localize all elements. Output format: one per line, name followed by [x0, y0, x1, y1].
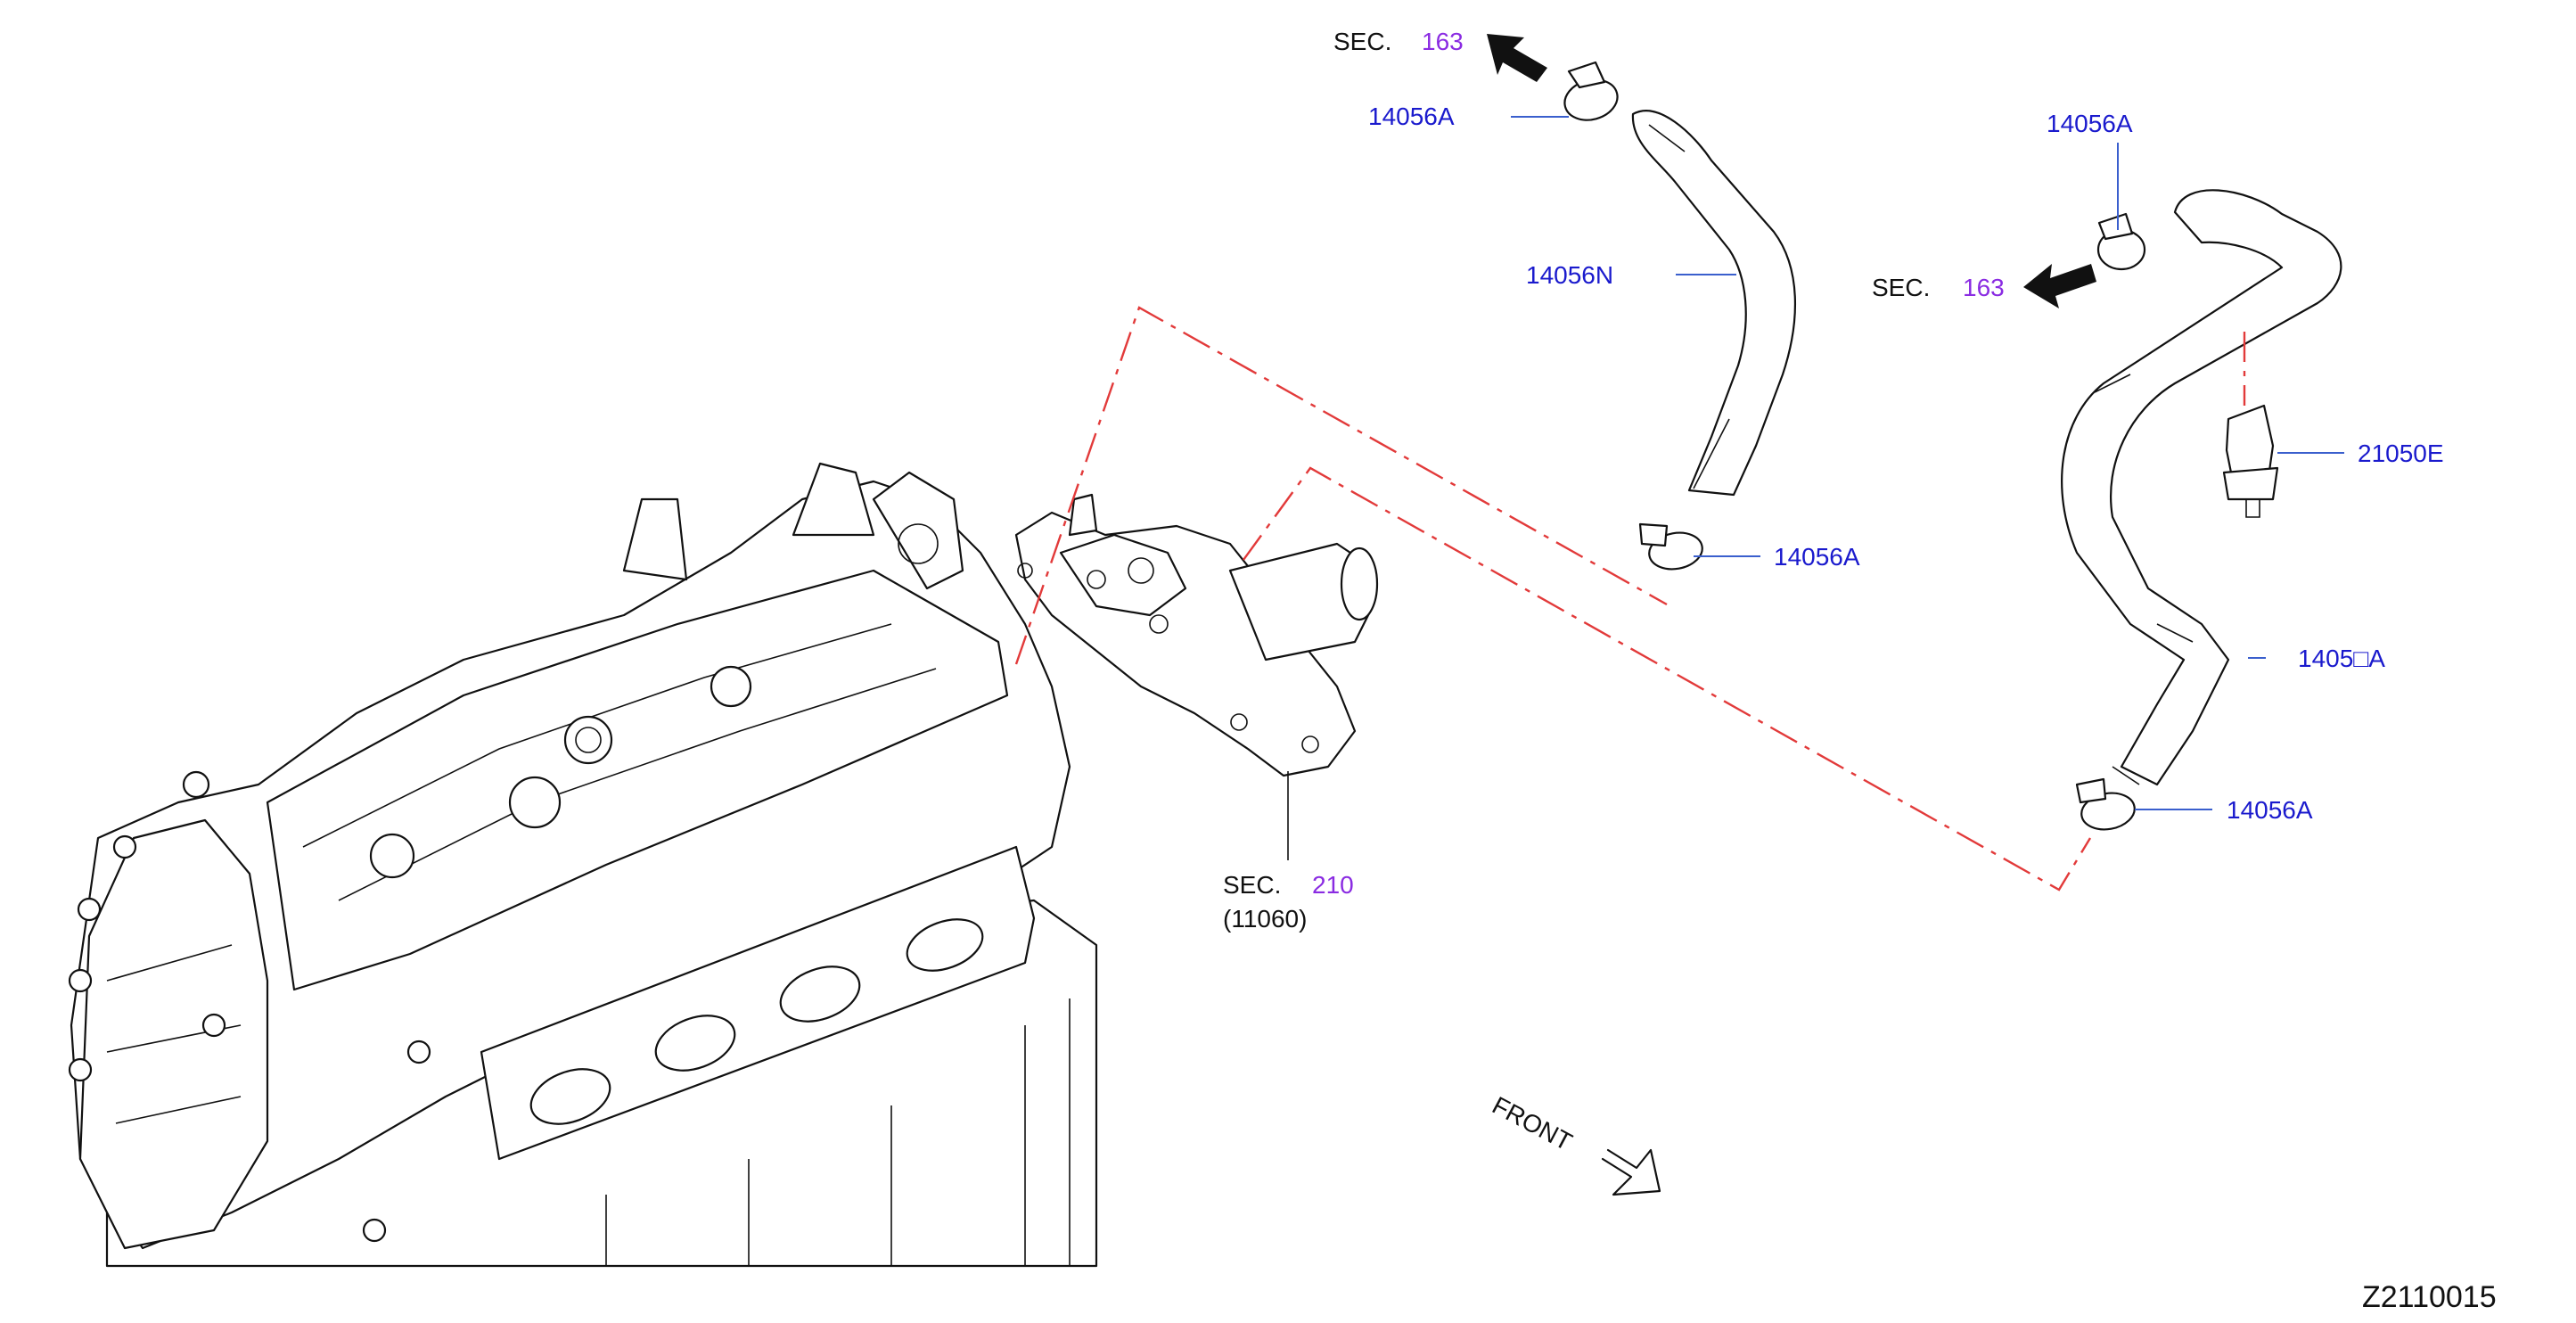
arrow-up-left-icon: [1487, 34, 1547, 82]
front-label: FRONT: [1488, 1091, 1577, 1156]
clamp-14056A-right-bottom: [2075, 777, 2136, 831]
clamp-14056A-right-top: [2096, 212, 2146, 271]
hose-right: [2061, 189, 2342, 786]
dash-line-lower: [1243, 466, 2092, 892]
figure-id: Z2110015: [2362, 1280, 2497, 1314]
label-14056A-top[interactable]: 14056A: [1368, 103, 1455, 130]
sec163-right-number[interactable]: 163: [1963, 274, 2005, 301]
label-14056N[interactable]: 14056N: [1526, 261, 1613, 289]
label-14056A-right-top[interactable]: 14056A: [2047, 110, 2133, 137]
engine-cylinder-head: [68, 462, 1098, 1268]
clamp-14056A-mid: [1638, 522, 1703, 571]
arrow-down-right-icon: [1601, 1148, 1661, 1196]
clip-21050E: [2222, 404, 2279, 518]
sec210-prefix: SEC.: [1223, 871, 1281, 899]
vacuum-pump: [1014, 493, 1379, 777]
sec210-number[interactable]: 210: [1312, 871, 1354, 899]
arrow-left-icon: [2023, 264, 2096, 308]
label-21050E[interactable]: 21050E: [2358, 440, 2444, 467]
clamp-14056A-top: [1563, 61, 1619, 121]
sec210-subcode: (11060): [1223, 905, 1307, 933]
sec163-top-prefix: SEC.: [1333, 28, 1391, 55]
label-14056A-mid[interactable]: 14056A: [1774, 543, 1860, 571]
label-14056A-right-bottom[interactable]: 14056A: [2227, 796, 2313, 824]
label-partial[interactable]: 1405□A: [2298, 645, 2385, 672]
sec163-right-prefix: SEC.: [1872, 274, 1930, 301]
sec163-top-number[interactable]: 163: [1422, 28, 1464, 55]
hose-14056N: [1631, 110, 1797, 497]
dash-line-upper: [1014, 306, 1668, 665]
